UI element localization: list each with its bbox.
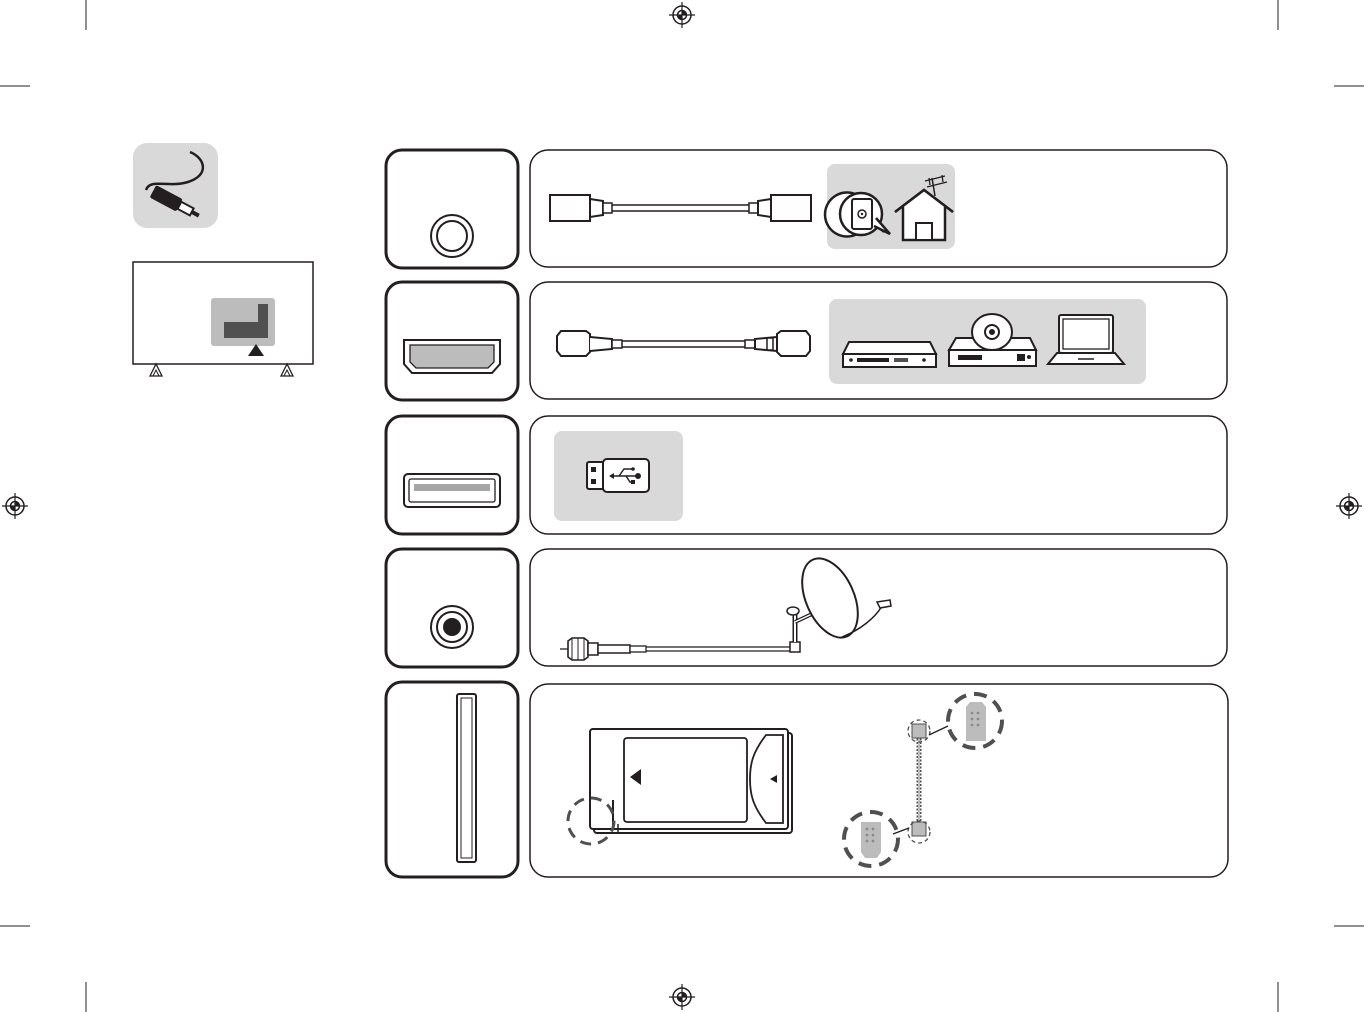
- panel-usb: [530, 416, 1227, 534]
- port-box-satellite: [386, 549, 518, 667]
- laptop-icon: [1048, 315, 1124, 364]
- tv-rear-ports-icon: [133, 262, 313, 376]
- usb-device-icon: [554, 431, 683, 521]
- satellite-port-icon: [431, 606, 473, 648]
- set-top-box-icon: [843, 342, 936, 367]
- cable-connector-icon: [133, 143, 218, 228]
- registration-mark-bottom: [669, 984, 695, 1010]
- port-box-ci-slot: [386, 682, 518, 877]
- hdmi-devices-icon: [829, 299, 1146, 384]
- ci-card-slot-icon: [457, 694, 476, 862]
- registration-mark-left: [2, 493, 28, 519]
- panel-antenna: [530, 150, 1227, 267]
- hdmi-port-icon: [404, 340, 500, 373]
- antenna-source-icon: [825, 164, 955, 249]
- registration-mark-top: [669, 2, 695, 28]
- panel-satellite: [530, 549, 1227, 666]
- panel-hdmi: [530, 282, 1227, 399]
- port-box-antenna: [386, 150, 518, 268]
- port-box-hdmi: [386, 282, 518, 400]
- usb-flash-drive-icon: [587, 459, 649, 492]
- ci-module-card-icon: [568, 729, 792, 844]
- port-box-usb: [386, 416, 518, 534]
- usb-port-icon: [404, 474, 500, 507]
- panel-ci-slot: [530, 684, 1228, 877]
- registration-mark-right: [1336, 493, 1362, 519]
